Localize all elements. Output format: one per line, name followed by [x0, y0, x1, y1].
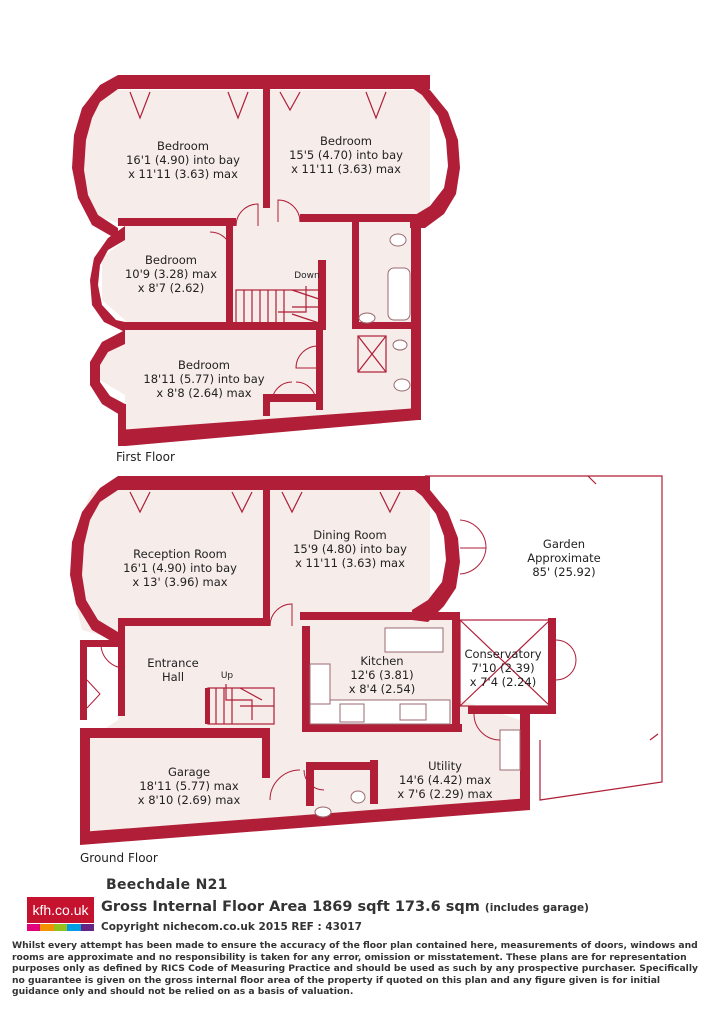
floor-area-value: Gross Internal Floor Area 1869 sqft 173.…: [101, 899, 480, 915]
room-name: Conservatory: [464, 647, 541, 661]
logo-text: kfh.co.uk: [27, 897, 94, 923]
property-address: Beechdale N21: [106, 877, 228, 893]
room-dimensions: x 11'11 (3.63) max: [295, 556, 405, 570]
room-dimensions: 16'1 (4.90) into bay: [123, 561, 237, 575]
room-name: Dining Room: [313, 528, 387, 542]
room-dimensions: x 8'8 (2.64) max: [156, 386, 251, 400]
room-dimensions: 10'9 (3.28) max: [125, 267, 217, 281]
room-dimensions: x 8'4 (2.54): [349, 682, 416, 696]
room-name: Garage: [168, 765, 210, 779]
room-name: Garden: [543, 537, 585, 551]
logo-bar: [40, 924, 54, 931]
room-dimensions: 85' (25.92): [532, 565, 595, 579]
bedroom-1-label: Bedroom 16'1 (4.90) into bay x 11'11 (3.…: [126, 139, 240, 181]
room-name: Utility: [428, 759, 462, 773]
ground-floor-stairs: [205, 684, 275, 725]
first-floor-plan: [72, 75, 460, 446]
room-dimensions: x 7'6 (2.29) max: [397, 787, 492, 801]
room-dimensions: 18'11 (5.77) max: [139, 779, 239, 793]
room-dimensions: 16'1 (4.90) into bay: [126, 153, 240, 167]
room-name: Hall: [162, 670, 184, 684]
room-name: Bedroom: [145, 253, 197, 267]
first-floor-stairs: [235, 286, 323, 325]
ground-floor-plan: [70, 475, 663, 845]
room-dimensions: x 13' (3.96) max: [132, 575, 227, 589]
stairs-up-label: Up: [221, 671, 234, 681]
room-dimensions: 15'5 (4.70) into bay: [289, 148, 403, 162]
reception-room-label: Reception Room 16'1 (4.90) into bay x 13…: [123, 547, 237, 589]
room-dimensions: x 8'10 (2.69) max: [138, 793, 241, 807]
first-floor-label: First Floor: [116, 450, 175, 464]
bedroom-2-label: Bedroom 15'5 (4.70) into bay x 11'11 (3.…: [289, 134, 403, 176]
room-dimensions: 7'10 (2.39): [471, 661, 534, 675]
room-dimensions: x 8'7 (2.62): [138, 281, 205, 295]
logo-bar: [53, 924, 68, 931]
conservatory-label: Conservatory 7'10 (2.39) x 7'4 (2.24): [464, 647, 541, 689]
kfh-logo: kfh.co.uk: [27, 897, 95, 933]
garage-label: Garage 18'11 (5.77) max x 8'10 (2.69) ma…: [138, 765, 241, 807]
room-dimensions: 18'11 (5.77) into bay: [143, 372, 264, 386]
room-name: Reception Room: [133, 547, 227, 561]
room-dimensions: 12'6 (3.81): [350, 668, 413, 682]
ground-floor-label: Ground Floor: [80, 851, 158, 865]
room-dimensions: x 11'11 (3.63) max: [291, 162, 401, 176]
dining-room-label: Dining Room 15'9 (4.80) into bay x 11'11…: [293, 528, 407, 570]
bedroom-4-label: Bedroom 18'11 (5.77) into bay x 8'8 (2.6…: [143, 358, 264, 400]
room-name: Entrance: [147, 656, 199, 670]
kitchen-label: Kitchen 12'6 (3.81) x 8'4 (2.54): [349, 654, 416, 696]
room-dimensions: x 7'4 (2.24): [470, 675, 537, 689]
room-dimensions: 15'9 (4.80) into bay: [293, 542, 407, 556]
logo-color-bars: [27, 924, 95, 931]
room-name: Bedroom: [157, 139, 209, 153]
floor-area: Gross Internal Floor Area 1869 sqft 173.…: [101, 899, 589, 915]
utility-label: Utility 14'6 (4.42) max x 7'6 (2.29) max: [397, 759, 492, 801]
logo-bar: [80, 924, 95, 931]
stairs-down-label: Down: [294, 271, 320, 281]
garden-label: Garden Approximate 85' (25.92): [527, 537, 600, 579]
disclaimer: Whilst every attempt has been made to en…: [12, 940, 698, 998]
room-name: Bedroom: [178, 358, 230, 372]
room-name: Kitchen: [360, 654, 403, 668]
room-dimensions: 14'6 (4.42) max: [399, 773, 491, 787]
floor-area-note: (includes garage): [484, 902, 589, 914]
logo-bar: [27, 924, 41, 931]
entrance-hall-label: Entrance Hall: [147, 656, 199, 684]
logo-bar: [67, 924, 81, 931]
room-dimensions: x 11'11 (3.63) max: [128, 167, 238, 181]
bedroom-3-label: Bedroom 10'9 (3.28) max x 8'7 (2.62): [125, 253, 217, 295]
room-name: Bedroom: [320, 134, 372, 148]
copyright: Copyright nichecom.co.uk 2015 REF : 4301…: [101, 921, 362, 933]
room-dimensions: Approximate: [527, 551, 600, 565]
